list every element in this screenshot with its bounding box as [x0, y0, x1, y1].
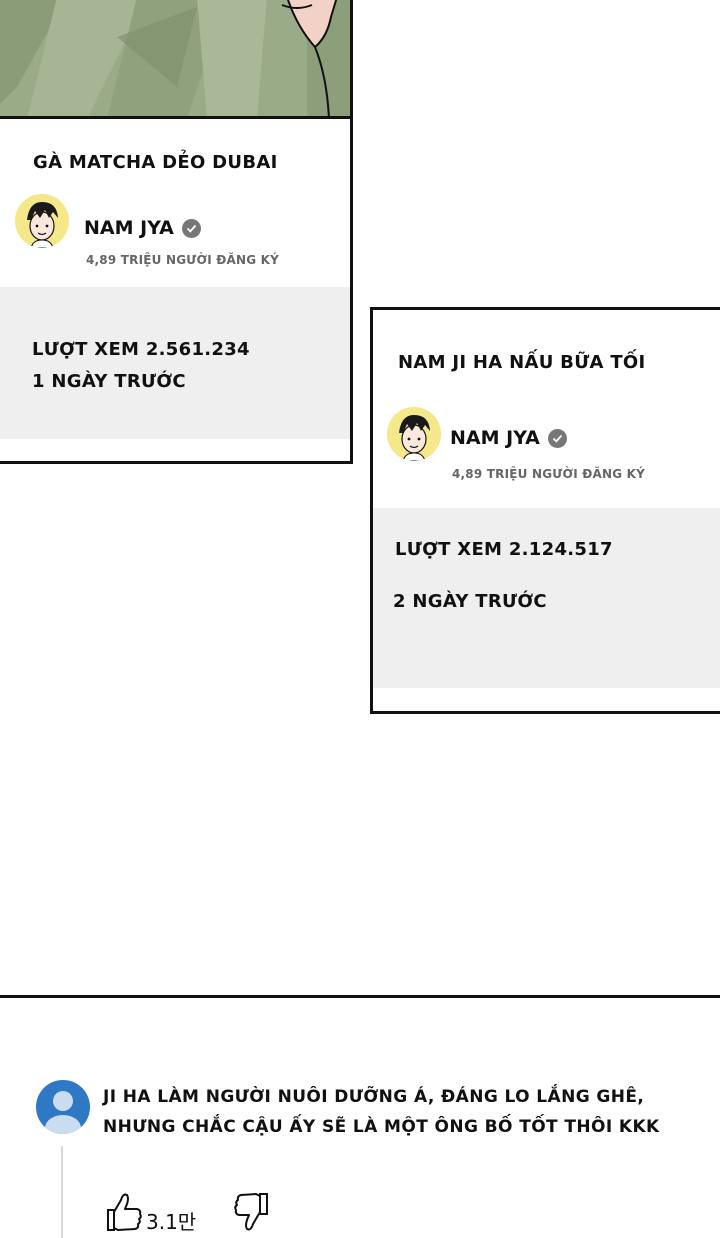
- view-count: LƯỢT XEM 2.561.234: [32, 339, 250, 360]
- thumbs-down-icon[interactable]: [234, 1190, 274, 1236]
- channel-avatar[interactable]: [387, 407, 441, 461]
- user-silhouette-icon: [45, 1091, 81, 1134]
- comment-text-line-1: JI HA LÀM NGƯỜI NUÔI DƯỠNG Á, ĐÁNG LO LẮ…: [103, 1087, 645, 1107]
- subscriber-count: 4,89 TRIỆU NGƯỜI ĐĂNG KÝ: [452, 467, 646, 481]
- video-card-1[interactable]: GÀ MATCHA DẺO DUBAI NAM JYA 4,89 TRIỆU N…: [0, 0, 353, 464]
- verified-check-icon: [547, 428, 567, 448]
- video-stats-panel: LƯỢT XEM 2.561.234 1 NGÀY TRƯỚC: [0, 287, 350, 439]
- comment-text-line-2: NHƯNG CHẮC CẬU ẤY SẼ LÀ MỘT ÔNG BỐ TỐT T…: [103, 1117, 660, 1137]
- video-title[interactable]: NAM JI HA NẤU BỮA TỐI: [398, 352, 646, 373]
- section-divider: [0, 995, 720, 998]
- channel-name[interactable]: NAM JYA: [450, 427, 567, 449]
- video-title[interactable]: GÀ MATCHA DẺO DUBAI: [33, 152, 278, 173]
- commenter-avatar[interactable]: [36, 1080, 90, 1134]
- thumbs-up-icon[interactable]: [104, 1190, 144, 1234]
- video-stats-panel: LƯỢT XEM 2.124.517 2 NGÀY TRƯỚC: [373, 508, 720, 688]
- verified-check-icon: [181, 218, 201, 238]
- channel-avatar[interactable]: [15, 194, 69, 248]
- thumbnail-illustration: [0, 0, 350, 116]
- posted-time: 2 NGÀY TRƯỚC: [393, 591, 547, 612]
- posted-time: 1 NGÀY TRƯỚC: [32, 371, 186, 392]
- channel-name[interactable]: NAM JYA: [84, 217, 201, 239]
- reply-thread-line: [61, 1146, 63, 1238]
- like-count: 3.1만: [146, 1210, 197, 1234]
- boy-face-icon: [15, 194, 69, 248]
- subscriber-count: 4,89 TRIỆU NGƯỜI ĐĂNG KÝ: [86, 253, 280, 267]
- view-count: LƯỢT XEM 2.124.517: [395, 539, 613, 560]
- boy-face-icon: [387, 407, 441, 461]
- video-card-2[interactable]: NAM JI HA NẤU BỮA TỐI NAM JYA 4,89 TRIỆU…: [370, 307, 720, 714]
- video-thumbnail[interactable]: [0, 0, 350, 119]
